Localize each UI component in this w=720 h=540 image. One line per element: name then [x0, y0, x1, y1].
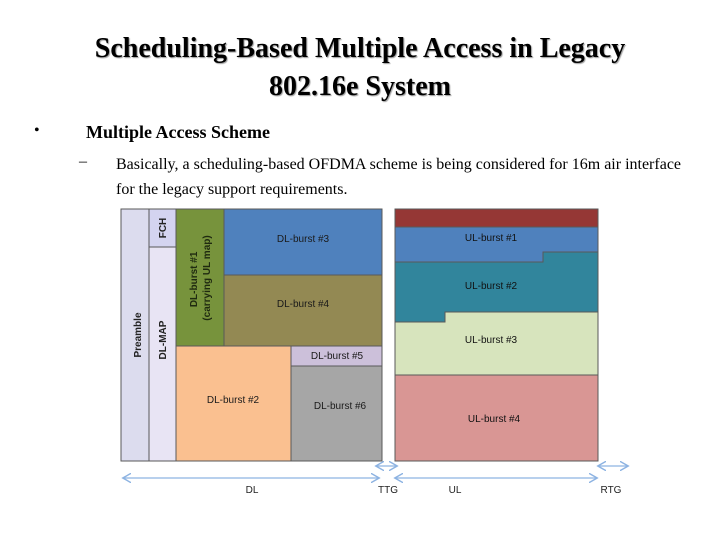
preamble-block [120, 208, 150, 462]
sub-bullet-marker: – [79, 153, 87, 170]
ul-burst-1-label: UL-burst #1 [465, 233, 518, 244]
preamble-label: Preamble [133, 312, 144, 357]
dl-burst-1-label-line1: DL-burst #1 [189, 251, 200, 307]
dl-map-block [148, 246, 177, 462]
sub-bullet-text: Basically, a scheduling-based OFDMA sche… [116, 156, 682, 198]
title-line-2: 802.16e System [269, 71, 451, 102]
ul-burst-2-label: UL-burst #2 [465, 281, 518, 292]
dl-burst-6-block [290, 365, 383, 462]
ul-burst-3-label: UL-burst #3 [465, 335, 518, 346]
fch-label: FCH [158, 218, 169, 239]
dl-burst-4-block [223, 274, 383, 347]
dl-burst-1-label: DL-burst #1 (carrying UL map) [189, 235, 213, 320]
dl-axis-label: DL [246, 485, 259, 496]
dl-burst-6-label: DL-burst #6 [314, 401, 367, 412]
bullet-heading: Multiple Access Scheme [86, 122, 270, 142]
rtg-axis-label: RTG [601, 485, 622, 496]
slide-title: Scheduling-Based Multiple Access in Lega… [40, 30, 680, 106]
ul-burst-4-label: UL-burst #4 [468, 414, 521, 425]
dl-burst-1-block [175, 208, 225, 347]
bullet-marker: • [34, 122, 40, 139]
dl-map-label: DL-MAP [158, 320, 169, 359]
dl-burst-5-label: DL-burst #5 [311, 351, 364, 362]
ul-axis-label: UL [449, 485, 462, 496]
title-line-1: Scheduling-Based Multiple Access in Lega… [94, 33, 626, 64]
dl-burst-4-label: DL-burst #4 [277, 299, 330, 310]
dl-burst-1-label-line2: (carrying UL map) [202, 235, 213, 320]
dl-burst-2-block [175, 345, 292, 462]
dl-burst-2-label: DL-burst #2 [207, 395, 260, 406]
ul-top-block [394, 208, 599, 228]
ttg-axis-label: TTG [378, 485, 398, 496]
ul-burst-1-block [394, 226, 599, 263]
dl-burst-3-label: DL-burst #3 [277, 234, 330, 245]
